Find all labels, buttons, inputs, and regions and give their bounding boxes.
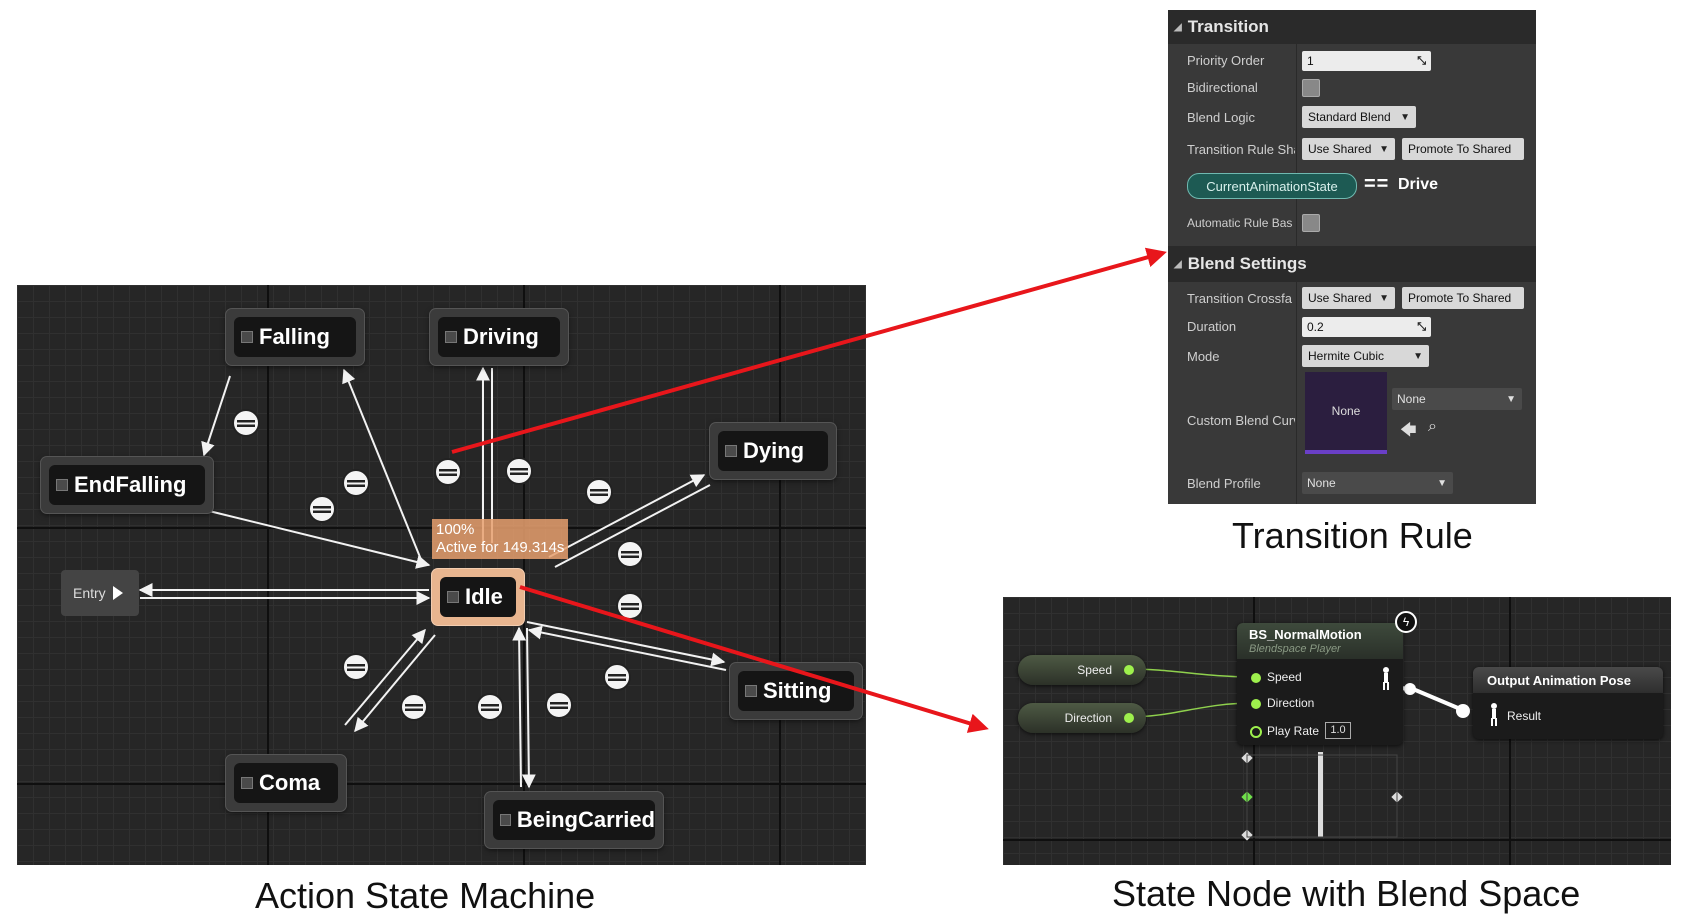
caption-transition-rule: Transition Rule	[1232, 515, 1473, 556]
transition-icons	[232, 409, 644, 721]
state-beingcarried[interactable]: BeingCarried	[485, 792, 663, 848]
state-sitting[interactable]: Sitting	[730, 663, 862, 719]
dropdown-arrow-icon: ▼	[1379, 292, 1389, 304]
blendspace-preview-dots	[1241, 752, 1403, 841]
idle-status-tooltip: 100% Active for 149.314s	[432, 519, 568, 559]
blend-logic-dropdown[interactable]: Standard Blend▼	[1302, 106, 1416, 128]
priority-order-field[interactable]: 1 ⤡	[1302, 51, 1431, 71]
caption-action-state-machine: Action State Machine	[255, 875, 596, 916]
rule-use-shared-dropdown[interactable]: Use Shared▼	[1302, 138, 1395, 160]
state-icon	[447, 591, 459, 603]
blend-logic-label: Blend Logic	[1187, 110, 1255, 125]
transition-crossfade-label: Transition Crossfa	[1187, 291, 1292, 306]
state-icon	[241, 777, 253, 789]
use-selected-arrow-icon[interactable]: 🡄	[1400, 422, 1417, 439]
spin-arrows-icon: ⤡	[1417, 54, 1426, 67]
state-icon	[745, 685, 757, 697]
state-icon	[500, 814, 511, 826]
section-blend-settings-header[interactable]: ◢ Blend Settings	[1168, 246, 1536, 282]
collapse-triangle-icon: ◢	[1174, 258, 1182, 270]
blend-profile-label: Blend Profile	[1187, 476, 1261, 491]
blend-profile-dropdown[interactable]: None▼	[1302, 472, 1453, 494]
duration-field[interactable]: 0.2 ⤡	[1302, 317, 1431, 337]
anim-graph-panel[interactable]: Speed Direction BS_NormalMotion Blendspa…	[1003, 597, 1671, 865]
speed-variable-node[interactable]: Speed	[1018, 655, 1146, 685]
spin-arrows-icon: ⤡	[1417, 320, 1426, 333]
state-icon	[445, 331, 457, 343]
section-transition-header[interactable]: ◢ Transition	[1168, 10, 1536, 44]
state-icon	[241, 331, 253, 343]
playrate-input-pin[interactable]	[1250, 726, 1262, 738]
duration-label: Duration	[1187, 319, 1237, 334]
state-endfalling[interactable]: EndFalling	[41, 457, 213, 513]
curve-thumbnail[interactable]: None	[1305, 372, 1387, 454]
transition-rule-share-label: Transition Rule Sha	[1187, 142, 1295, 157]
entry-node[interactable]: Entry	[61, 570, 139, 616]
curve-asset-dropdown[interactable]: None▼	[1392, 388, 1522, 410]
crossfade-promote-to-shared-button[interactable]: Promote To Shared	[1402, 287, 1524, 309]
bidirectional-label: Bidirectional	[1187, 80, 1258, 95]
speed-output-pin[interactable]	[1124, 665, 1134, 675]
dropdown-arrow-icon: ▼	[1413, 350, 1423, 362]
automatic-rule-label: Automatic Rule Bas	[1187, 216, 1293, 230]
crossfade-use-shared-dropdown[interactable]: Use Shared▼	[1302, 287, 1395, 309]
direction-output-pin[interactable]	[1124, 713, 1134, 723]
pose-input-icon[interactable]	[1489, 703, 1499, 727]
state-falling[interactable]: Falling	[226, 309, 364, 365]
output-animation-pose-node[interactable]: Output Animation Pose Result	[1473, 667, 1663, 739]
speed-input-pin[interactable]	[1251, 673, 1261, 683]
caption-state-node: State Node with Blend Space	[1112, 873, 1581, 914]
dropdown-arrow-icon: ▼	[1379, 143, 1389, 155]
rule-operator: ==	[1364, 173, 1390, 195]
browse-magnifier-icon[interactable]: ⌕	[1428, 418, 1437, 435]
state-machine-graph[interactable]: Falling Driving Dying EndFalling 100% Ac…	[17, 285, 866, 865]
direction-input-pin[interactable]	[1251, 699, 1261, 709]
state-icon	[725, 445, 737, 457]
state-driving[interactable]: Driving	[430, 309, 568, 365]
output-node-header: Output Animation Pose	[1473, 667, 1663, 693]
blendspace-bookmark-icon: ϟ	[1395, 611, 1417, 633]
transition-rule-panel: ◢ Transition Priority Order 1 ⤡ Bidirect…	[1168, 10, 1536, 504]
blendspace-node-header: BS_NormalMotion Blendspace Player	[1237, 623, 1403, 659]
state-coma[interactable]: Coma	[226, 755, 346, 811]
collapse-triangle-icon: ◢	[1174, 21, 1182, 33]
rule-promote-to-shared-button[interactable]: Promote To Shared	[1402, 138, 1524, 160]
mode-dropdown[interactable]: Hermite Cubic▼	[1302, 345, 1429, 367]
blendspace-player-node[interactable]: BS_NormalMotion Blendspace Player Speed …	[1237, 623, 1403, 745]
pose-output-icon[interactable]	[1381, 667, 1391, 691]
entry-arrow-icon	[112, 586, 123, 600]
rule-value: Drive	[1398, 176, 1439, 193]
rule-variable-pill[interactable]: CurrentAnimationState	[1187, 173, 1357, 199]
mode-label: Mode	[1187, 349, 1220, 364]
priority-order-label: Priority Order	[1187, 53, 1265, 68]
bidirectional-checkbox[interactable]	[1302, 79, 1320, 97]
automatic-rule-checkbox[interactable]	[1302, 214, 1320, 232]
state-idle[interactable]: Idle	[432, 569, 524, 625]
dropdown-arrow-icon: ▼	[1437, 477, 1447, 489]
direction-variable-node[interactable]: Direction	[1018, 703, 1146, 733]
dropdown-arrow-icon: ▼	[1506, 393, 1516, 405]
state-icon	[56, 479, 68, 491]
playrate-field[interactable]: 1.0	[1325, 722, 1351, 739]
dropdown-arrow-icon: ▼	[1400, 111, 1410, 123]
custom-blend-curve-label: Custom Blend Curv	[1187, 413, 1295, 428]
state-dying[interactable]: Dying	[710, 423, 836, 479]
